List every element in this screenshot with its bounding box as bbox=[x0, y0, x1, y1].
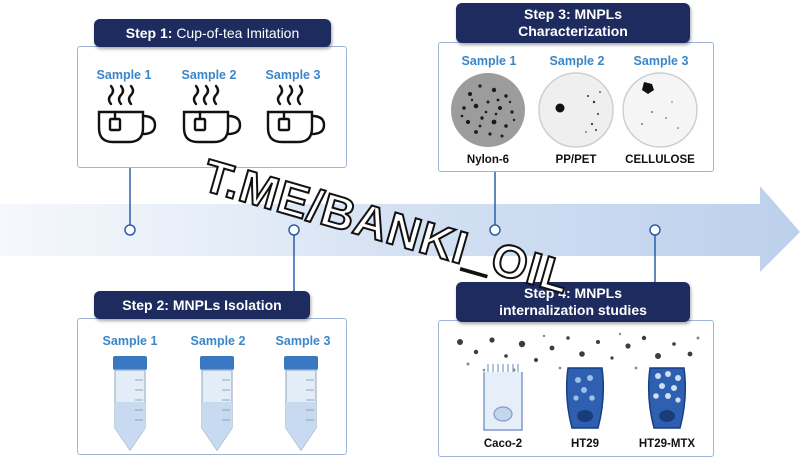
step1-sample-2-label: Sample 2 bbox=[181, 68, 237, 82]
teacup-icon bbox=[97, 84, 157, 144]
centrifuge-tube-icon bbox=[200, 356, 234, 452]
step2-sample-3-label: Sample 3 bbox=[275, 334, 331, 348]
step3-material-pp-pet: PP/PET bbox=[555, 154, 597, 166]
step2-title: Step 2: MNPLs Isolation bbox=[122, 296, 282, 313]
step1-sample-1-label: Sample 1 bbox=[96, 68, 152, 82]
caco2-cell-icon bbox=[483, 364, 523, 431]
step2-sample-2-label: Sample 2 bbox=[190, 334, 246, 348]
step2-sample-1-label: Sample 1 bbox=[102, 334, 158, 348]
particles-cloud bbox=[457, 332, 700, 376]
teacup-icon bbox=[182, 84, 242, 144]
step4-title-line1: Step 4: MNPLs bbox=[523, 285, 622, 301]
step3-title-line2: Characterization bbox=[518, 23, 628, 39]
step3-sample-3-label: Sample 3 bbox=[633, 54, 689, 68]
microscopy-image-cellulose bbox=[622, 72, 698, 148]
ht29-mtx-cell-icon bbox=[647, 367, 687, 429]
step3-header: Step 3: MNPLs Characterization bbox=[456, 3, 690, 43]
microscopy-image-nylon bbox=[451, 73, 525, 147]
ht29-cell-icon bbox=[565, 367, 605, 429]
step1-prefix: Step 1: bbox=[125, 24, 173, 41]
step3-material-cellulose: CELLULOSE bbox=[625, 154, 695, 166]
step4-header: Step 4: MNPLs internalization studies bbox=[456, 282, 690, 322]
centrifuge-tube-icon bbox=[284, 356, 318, 452]
step3-sample-1-label: Sample 1 bbox=[461, 54, 517, 68]
microscopy-image-pp-pet bbox=[538, 72, 614, 148]
step3-sample-2-label: Sample 2 bbox=[549, 54, 605, 68]
step3-title-line1: Step 3: MNPLs bbox=[523, 6, 622, 22]
teacup-icon bbox=[266, 84, 326, 144]
step4-title-line2: internalization studies bbox=[499, 302, 647, 318]
step1-panel bbox=[77, 46, 347, 168]
step4-cell-ht29: HT29 bbox=[570, 438, 600, 450]
step1-header: Step 1: Cup-of-tea Imitation bbox=[94, 19, 331, 47]
centrifuge-tube-icon bbox=[113, 356, 147, 452]
step4-cell-caco2: Caco-2 bbox=[483, 438, 523, 450]
step2-header: Step 2: MNPLs Isolation bbox=[94, 291, 310, 319]
step1-sample-3-label: Sample 3 bbox=[265, 68, 321, 82]
step4-cell-ht29-mtx: HT29-MTX bbox=[638, 438, 696, 450]
step3-material-nylon: Nylon-6 bbox=[466, 154, 510, 166]
step1-title: Cup-of-tea Imitation bbox=[176, 24, 300, 41]
